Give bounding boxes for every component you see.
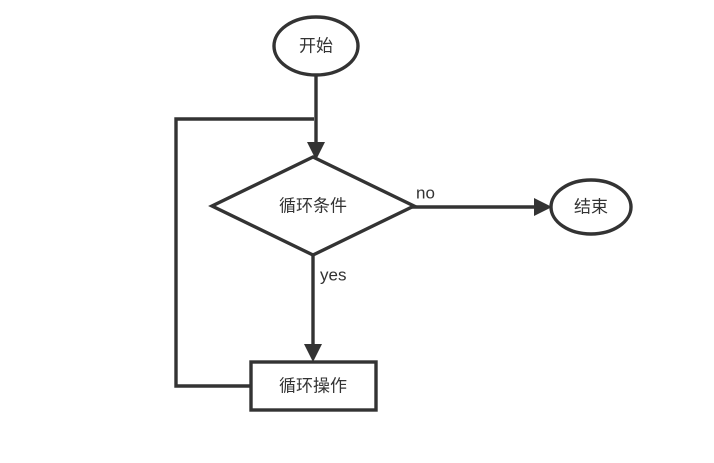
start-label: 开始 xyxy=(299,36,333,55)
operation-label: 循环操作 xyxy=(279,376,347,395)
node-start[interactable]: 开始 xyxy=(272,15,360,77)
edge-start-to-condition-arrowhead xyxy=(307,142,325,160)
end-ellipse xyxy=(549,178,633,236)
edge-condition-to-end-arrowhead xyxy=(534,198,552,216)
condition-diamond xyxy=(208,155,418,257)
edge-condition-to-operation-arrowhead xyxy=(304,344,322,362)
end-label: 结束 xyxy=(574,197,608,216)
edge-label-yes: yes xyxy=(320,265,346,284)
node-operation[interactable]: 循环操作 xyxy=(249,360,378,412)
condition-label: 循环条件 xyxy=(279,196,347,215)
operation-rectangle xyxy=(249,360,378,412)
edge-label-no: no xyxy=(416,183,435,202)
node-condition[interactable]: 循环条件 xyxy=(208,155,418,257)
start-ellipse xyxy=(272,15,360,77)
node-end[interactable]: 结束 xyxy=(549,178,633,236)
edge-operation-loop-back-line xyxy=(174,117,314,388)
